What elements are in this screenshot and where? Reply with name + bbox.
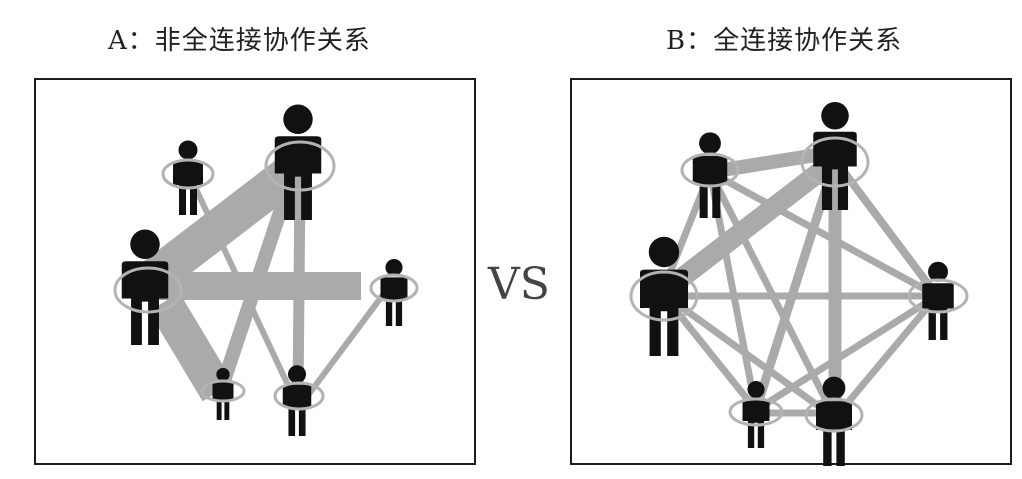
ring-icon (273, 381, 325, 411)
link-line (292, 177, 306, 399)
person-icon (922, 261, 954, 340)
person-icon (380, 258, 408, 326)
link-line (148, 292, 234, 402)
ring-icon (804, 397, 864, 433)
ring-icon (369, 273, 419, 303)
link-line (708, 168, 939, 300)
ring-icons (629, 136, 969, 433)
panel-a-non-full-connection (34, 78, 476, 465)
panel-a-diagram (113, 104, 419, 436)
link-line (185, 170, 297, 400)
link-line (303, 286, 391, 400)
ring-icon (800, 136, 870, 188)
ring-icon (907, 278, 969, 314)
ring-icon (728, 397, 784, 427)
vs-label: VS (488, 259, 550, 310)
link-line (659, 290, 838, 421)
link-lines (655, 145, 941, 421)
panel-b-title: B：全连接协作关系 (666, 26, 903, 56)
ring-icon (629, 270, 699, 322)
link-line (655, 152, 842, 301)
ring-icon (161, 158, 215, 190)
ring-icon (680, 152, 740, 188)
panel-b-full-connection (570, 78, 1012, 466)
link-lines (136, 151, 391, 402)
panel-b-diagram (629, 101, 969, 466)
link-line (831, 157, 941, 299)
link-line (214, 173, 299, 393)
person-icon (173, 140, 203, 215)
link-line (754, 293, 939, 413)
link-line (832, 293, 940, 421)
ring-icon (113, 266, 183, 314)
panel-a-title: A：非全连接协作关系 (108, 26, 371, 56)
ring-icon (264, 140, 336, 192)
person-icon (282, 365, 312, 436)
ring-icon (200, 379, 246, 403)
link-line (136, 151, 310, 298)
ring-icons (113, 140, 419, 411)
